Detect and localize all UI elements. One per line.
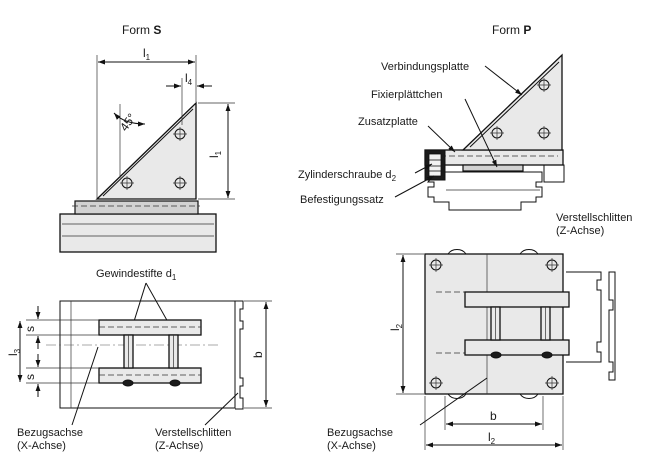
set-screw-left [122,334,134,387]
mounting-hole-icon [490,126,504,140]
svg-text:s: s [23,326,37,332]
leader-zusatzplatte [427,125,456,153]
form-s-slide-rail [59,200,217,253]
mounting-hole-icon [173,176,187,190]
label-verstellschlitten-s-axis: (Z-Achse) [155,440,203,452]
label-zylinderschraube: Zylinderschraube d2 [298,169,397,183]
label-bezugsachse-s: Bezugsachse [17,427,83,439]
label-fixierplaettchen: Fixierplättchen [371,89,443,101]
leader-befestigungssatz [394,175,435,198]
form-p-slide-rail [426,164,565,211]
form-s-top-view: Gewindestifte d1 [6,268,272,452]
mounting-hole-icon [537,78,551,92]
form-p-zusatzplatte [424,149,564,166]
label-bezugsachse-p: Bezugsachse [327,427,393,439]
dimension-s-bottom: s [23,354,99,397]
leader-fixierplaettchen [464,98,498,168]
set-screw-left-p [490,306,502,359]
svg-text:s: s [23,374,37,380]
label-bezugsachse-p-axis: (X-Achse) [327,440,376,452]
mounting-hole-icon [537,126,551,140]
leader-bezugsachse-p [419,377,488,426]
svg-text:l2: l2 [488,430,496,446]
mounting-hole-icon [429,376,443,390]
label-bezugsachse-s-axis: (X-Achse) [17,440,66,452]
leader-verbindungsplatte [484,65,523,96]
form-p-top-view: l2 b l2 Verstellschlitten (Z-Achse) Bezu… [327,212,632,452]
form-s-title: Form S [122,23,161,37]
svg-text:b: b [490,409,497,423]
svg-text:l2: l2 [388,323,404,331]
form-p-verbindungsplatte [461,53,563,151]
label-zusatzplatte: Zusatzplatte [358,116,418,128]
svg-text:l1: l1 [207,150,223,158]
svg-text:l1: l1 [143,46,151,62]
leader-verstellschlitten-s [204,392,239,426]
dimension-b-form-p: b [444,396,544,430]
svg-text:l3: l3 [6,348,22,356]
dimension-s-top: s [23,306,99,349]
mounting-hole-icon [545,376,559,390]
form-s-angle-plate [95,101,197,200]
dimension-l1-vertical: l1 [198,102,235,200]
form-p-befestigungssatz [424,149,446,181]
mounting-hole-icon [545,258,559,272]
form-p-title: Form P [492,23,531,37]
dimension-l2-vertical: l2 [388,253,424,395]
clamp-bar-upper [464,291,570,308]
form-p-side-view: Form P [298,23,565,211]
mounting-hole-icon [173,127,187,141]
label-verstellschlitten-s: Verstellschlitten [155,427,231,439]
dimension-l2-horizontal: l2 [424,396,564,450]
dimension-l1: l1 [96,46,197,198]
dimension-b-form-s: b [244,300,272,409]
svg-text:b: b [251,351,265,358]
set-screw-right-p [540,306,553,359]
label-befestigungssatz: Befestigungssatz [300,194,384,206]
form-p-side-slide [566,271,616,381]
label-verstellschlitten-p: Verstellschlitten [556,212,632,224]
form-s-plate-lower [98,367,202,384]
label-verstellschlitten-p-axis: (Z-Achse) [556,225,604,237]
form-s-side-view: Form S l1 [59,23,235,253]
set-screw-right [168,334,181,387]
form-s-plate-upper [98,319,202,336]
svg-text:l4: l4 [185,71,193,87]
dimension-l4: l4 [166,71,212,125]
label-verbindungsplatte: Verbindungsplatte [381,61,469,73]
form-p-fixierplaettchen [462,164,524,172]
leader-zylinderschraube [414,163,433,174]
slide-protrusion-top [447,249,539,255]
clamp-bar-lower [464,339,570,356]
mounting-hole-icon [429,258,443,272]
leader-bezugsachse-s [71,346,99,426]
dimension-l3: l3 [6,321,23,382]
form-s-slide-body [46,300,244,410]
mounting-hole-icon [120,176,134,190]
label-gewindestifte: Gewindestifte d1 [96,268,177,282]
